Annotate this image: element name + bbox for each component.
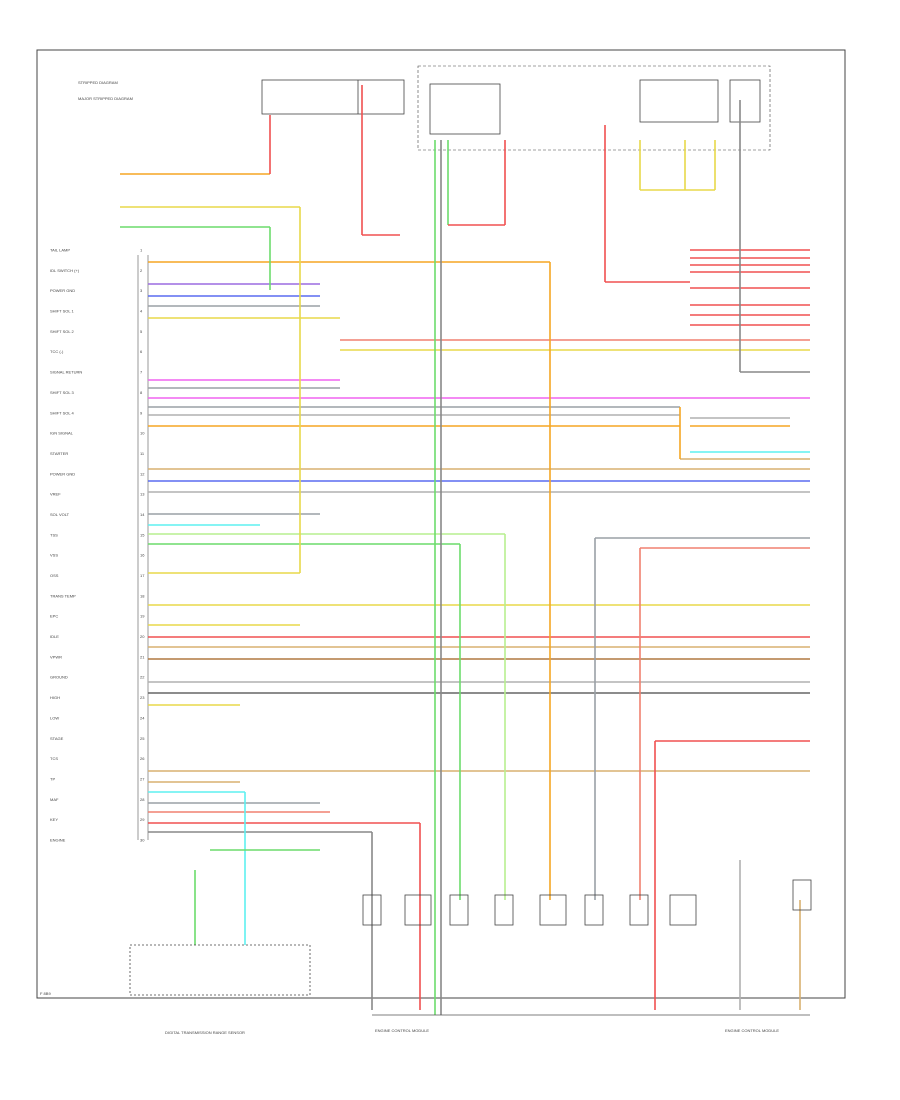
left-label: LOW — [50, 715, 59, 720]
left-label: STAGE — [50, 736, 64, 741]
pin-number: 13 — [140, 492, 145, 497]
left-label: TRANS TEMP — [50, 593, 76, 598]
left-label: IDL SWITCH (+) — [50, 268, 80, 273]
left-label: IGN SIGNAL — [50, 431, 74, 436]
right-misc-wires — [340, 339, 810, 742]
pin-number: 20 — [140, 634, 145, 639]
left-label: SHIFT SOL 2 — [50, 329, 75, 334]
pin-number: 4 — [140, 309, 143, 314]
legend: STRIPPED DIAGRAM MAJOR STRIPPED DIAGRAM — [78, 80, 133, 101]
pin-number: 29 — [140, 817, 145, 822]
fuse-box-left — [261, 79, 405, 115]
sensor-components — [129, 879, 812, 996]
left-label: VSS — [50, 553, 58, 558]
left-label: POWER GND — [50, 471, 75, 476]
footer-right-caption: ENGINE CONTROL MODULE — [725, 1028, 779, 1033]
pin-number: 30 — [140, 838, 145, 843]
footer-left-caption: DIGITAL TRANSMISSION RANGE SENSOR — [165, 1030, 245, 1035]
left-label: TSS — [50, 532, 58, 537]
pin-number: 26 — [140, 756, 145, 761]
pin-number: 23 — [140, 695, 145, 700]
pin-number: 15 — [140, 532, 145, 537]
pin-number: 7 — [140, 370, 143, 375]
horizontal-wires — [120, 173, 810, 833]
left-label: SHIFT SOL 3 — [50, 390, 75, 395]
left-label: HIGH — [50, 695, 60, 700]
pin-number: 22 — [140, 675, 145, 680]
pin-number: 24 — [140, 715, 145, 720]
pin-number: 11 — [140, 451, 145, 456]
pin-number: 19 — [140, 614, 145, 619]
pin-number: 9 — [140, 410, 143, 415]
pin-number: 25 — [140, 736, 145, 741]
corner-text: F 8B9 — [40, 991, 51, 996]
left-label: EPC — [50, 614, 58, 619]
pin-number: 16 — [140, 553, 145, 558]
relay-box-3 — [729, 79, 761, 123]
pin-number: 18 — [140, 593, 145, 598]
pin-number: 8 — [140, 390, 143, 395]
left-label: VPWR — [50, 654, 62, 659]
legend-item-1: STRIPPED DIAGRAM — [78, 80, 118, 85]
left-label: SIGNAL RETURN — [50, 370, 82, 375]
left-label: TP — [50, 776, 55, 781]
legend-item-2: MAJOR STRIPPED DIAGRAM — [78, 96, 133, 101]
left-label: SHIFT SOL 4 — [50, 410, 75, 415]
pin-number: 17 — [140, 573, 145, 578]
left-label: VREF — [50, 492, 61, 497]
left-label: TCS — [50, 756, 58, 761]
pin-number: 14 — [140, 512, 145, 517]
fuse-box-right — [417, 65, 771, 151]
pin-number: 2 — [140, 268, 143, 273]
left-label: TCC (-) — [50, 349, 64, 354]
connector-column — [137, 255, 149, 840]
relay-box-1 — [429, 83, 501, 135]
pin-number: 1 — [140, 248, 143, 253]
right-red-bundle — [604, 125, 810, 326]
vertical-wires — [194, 85, 801, 1015]
left-label: OSS — [50, 573, 59, 578]
pin-number: 5 — [140, 329, 143, 334]
left-label: ENGINE — [50, 838, 66, 843]
pin-number: 12 — [140, 471, 145, 476]
pin-number: 28 — [140, 797, 145, 802]
left-label: POWER GND — [50, 288, 75, 293]
relay-box-2 — [639, 79, 719, 123]
left-label: IDLE — [50, 634, 59, 639]
pin-number: 10 — [140, 431, 145, 436]
left-label: SHIFT SOL 1 — [50, 309, 75, 314]
pin-number: 27 — [140, 776, 145, 781]
pin-number: 6 — [140, 349, 143, 354]
left-label: TAIL LAMP — [50, 248, 70, 253]
footer-mid-caption: ENGINE CONTROL MODULE — [375, 1028, 429, 1033]
left-label: MAF — [50, 797, 59, 802]
left-label: SOL VOLT — [50, 512, 70, 517]
left-label: STARTER — [50, 451, 68, 456]
pin-number: 3 — [140, 288, 143, 293]
left-label: GROUND — [50, 675, 68, 680]
pin-number: 21 — [140, 654, 145, 659]
left-label: KEY — [50, 817, 58, 822]
